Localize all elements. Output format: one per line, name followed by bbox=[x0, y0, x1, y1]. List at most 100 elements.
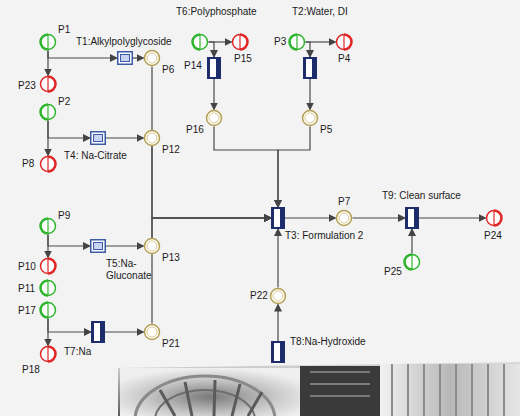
place-label: P17 bbox=[18, 305, 36, 317]
sink-place-shape bbox=[335, 33, 353, 51]
place-label: P1 bbox=[58, 24, 70, 36]
place-label: P12 bbox=[162, 144, 180, 156]
arc-arrow bbox=[47, 235, 48, 258]
sink-place: P15 bbox=[231, 33, 249, 51]
place-circle-shape bbox=[335, 209, 353, 227]
arc-arrow bbox=[285, 217, 336, 218]
sink-place: P10 bbox=[39, 257, 57, 275]
transition-label: T9: Clean surface bbox=[382, 190, 461, 202]
source-place: P14 bbox=[191, 33, 209, 51]
place-label: P3 bbox=[274, 36, 286, 48]
transition-box-shape bbox=[271, 341, 285, 363]
source-place-shape bbox=[403, 253, 421, 271]
transition-label: T5:Na-Gluconate bbox=[106, 258, 160, 282]
place-circle: P13 bbox=[143, 237, 161, 255]
place-circle: P21 bbox=[143, 323, 161, 341]
arc-arrow bbox=[105, 331, 144, 332]
transition-box-shape bbox=[117, 51, 133, 65]
arc-arrow bbox=[48, 51, 117, 59]
sink-place-shape bbox=[231, 33, 249, 51]
source-place-shape bbox=[39, 217, 57, 235]
source-place: P3 bbox=[288, 33, 306, 51]
transition-label: T2:Water, DI bbox=[292, 6, 348, 18]
transition-box: T5:Na-Gluconate bbox=[90, 239, 106, 253]
source-place-shape bbox=[191, 33, 209, 51]
sink-place-shape bbox=[39, 257, 57, 275]
sink-place: P24 bbox=[485, 209, 503, 227]
source-place: P1 bbox=[39, 33, 57, 51]
transition-box: T2:Water, DI bbox=[303, 57, 317, 79]
source-place-shape bbox=[39, 33, 57, 51]
transition-label: T8:Na-Hydroxide bbox=[290, 336, 366, 348]
transition-label: T4: Na-Citrate bbox=[64, 150, 127, 162]
arc-arrow bbox=[277, 229, 278, 288]
sink-place-shape bbox=[39, 345, 57, 363]
arc-arrow bbox=[214, 127, 278, 208]
transition-label: T3: Formulation 2 bbox=[285, 230, 363, 242]
arc-arrow bbox=[353, 217, 406, 218]
place-label: P7 bbox=[338, 196, 350, 208]
transition-box: T8:Na-Hydroxide bbox=[271, 341, 285, 363]
place-label: P24 bbox=[484, 230, 502, 242]
transition-box-shape bbox=[90, 131, 106, 145]
transition-box: T1:Alkylpolyglycoside bbox=[117, 51, 133, 65]
place-label: P4 bbox=[338, 53, 350, 65]
place-circle: P5 bbox=[301, 109, 319, 127]
place-label: P10 bbox=[18, 261, 36, 273]
transition-box: T3: Formulation 2 bbox=[271, 207, 285, 229]
arc-arrow bbox=[411, 229, 412, 254]
place-label: P11 bbox=[18, 283, 35, 295]
place-label: P8 bbox=[22, 158, 34, 170]
place-circle-shape bbox=[205, 109, 223, 127]
sink-place-shape bbox=[39, 75, 57, 93]
arc-arrow bbox=[47, 51, 48, 76]
place-label: P25 bbox=[384, 266, 402, 278]
sink-place: P8 bbox=[39, 155, 57, 173]
transition-box-shape bbox=[405, 207, 419, 229]
arc-arrow bbox=[306, 42, 311, 57]
transition-box-shape bbox=[90, 239, 106, 253]
place-label: P23 bbox=[18, 80, 36, 92]
source-place: P25 bbox=[403, 253, 421, 271]
place-circle-shape bbox=[143, 323, 161, 341]
place-circle: P16 bbox=[205, 109, 223, 127]
place-label: P2 bbox=[58, 96, 70, 108]
place-label: P13 bbox=[162, 252, 180, 264]
place-label: P6 bbox=[162, 64, 174, 76]
place-circle-shape bbox=[301, 109, 319, 127]
transition-label: T6:Polyphosphate bbox=[176, 6, 257, 18]
arc-arrow bbox=[213, 79, 214, 110]
transition-box-shape bbox=[91, 321, 105, 343]
source-place-shape bbox=[39, 301, 57, 319]
place-circle-shape bbox=[143, 129, 161, 147]
arc-arrow bbox=[48, 121, 90, 139]
arc-arrow bbox=[106, 137, 144, 138]
arc-arrow bbox=[48, 235, 90, 247]
source-place: P17 bbox=[39, 301, 57, 319]
arc-arrow bbox=[277, 305, 278, 342]
place-circle: P12 bbox=[143, 129, 161, 147]
sink-place-shape bbox=[485, 209, 503, 227]
arc-arrow bbox=[48, 319, 91, 333]
source-place-shape bbox=[39, 279, 57, 297]
transition-box-shape bbox=[207, 57, 221, 79]
transition-box: T7:Na bbox=[91, 321, 105, 343]
place-label: P18 bbox=[22, 364, 40, 376]
arc-arrow bbox=[47, 121, 48, 156]
source-place: P2 bbox=[39, 103, 57, 121]
place-label: P14 bbox=[184, 60, 202, 72]
place-label: P15 bbox=[234, 53, 252, 65]
arc-arrow bbox=[278, 127, 310, 208]
arc-arrow bbox=[47, 319, 48, 346]
sink-place: P23 bbox=[39, 75, 57, 93]
arc-arrow bbox=[106, 245, 144, 246]
source-place-shape bbox=[288, 33, 306, 51]
place-circle-shape bbox=[143, 237, 161, 255]
place-label: P5 bbox=[320, 124, 332, 136]
arc-arrow bbox=[152, 67, 271, 219]
sink-place: P4 bbox=[335, 33, 353, 51]
place-label: P22 bbox=[250, 290, 268, 302]
place-label: P16 bbox=[186, 124, 204, 136]
transition-label: T1:Alkylpolyglycoside bbox=[76, 36, 172, 48]
